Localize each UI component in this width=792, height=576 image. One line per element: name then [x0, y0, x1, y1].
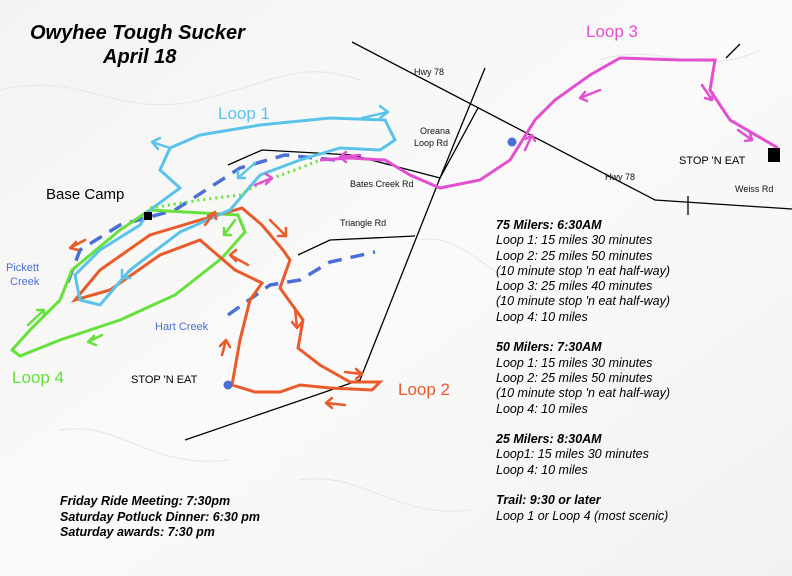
map-title: Owyhee Tough Sucker	[30, 22, 245, 44]
loop-3-route	[319, 56, 779, 190]
schedule-line: Loop 1: 15 miles 30 minutes	[496, 355, 653, 370]
schedule-trail-heading: Trail: 9:30 or later	[496, 493, 601, 508]
hwy-78-spur	[725, 43, 741, 59]
event-list: Friday Ride Meeting: 7:30pm Saturday Pot…	[60, 494, 260, 541]
schedule-line: Loop 4: 10 miles	[496, 309, 588, 324]
loop-3-label: Loop 3	[586, 22, 638, 41]
water-point-marker	[507, 137, 517, 147]
event-item: Saturday Potluck Dinner: 6:30 pm	[60, 509, 261, 524]
oreana-road-label-2: Loop Rd	[414, 138, 449, 148]
event-item: Friday Ride Meeting: 7:30pm	[60, 494, 231, 508]
loop-4-arrows	[26, 218, 237, 347]
loop-1-label: Loop 1	[218, 104, 270, 123]
schedule-50-heading: 50 Milers: 7:30AM	[496, 340, 602, 355]
hwy-78-label-east: Hwy 78	[605, 172, 636, 182]
shared-trail-section	[149, 158, 321, 210]
loop-4-label: Loop 4	[12, 368, 64, 387]
roads	[184, 41, 792, 441]
pickett-creek-label-2: Creek	[10, 276, 40, 288]
loop-2-arrows	[68, 210, 364, 410]
schedule-line: Loop1: 15 miles 30 minutes	[496, 447, 649, 462]
loop-1-route	[73, 116, 397, 307]
loop-2-label: Loop 2	[398, 380, 450, 399]
stop-n-eat-east-marker	[768, 148, 780, 162]
oreana-road-label-1: Oreana	[420, 126, 451, 136]
pickett-creek-label-1: Pickett	[6, 262, 40, 274]
schedule-line: Loop 3: 25 miles 40 minutes	[496, 279, 653, 294]
bates-creek-road-label: Bates Creek Rd	[350, 179, 414, 189]
schedule-spacer	[496, 325, 670, 340]
schedule-line: Loop 4: 10 miles	[496, 401, 588, 416]
schedule-line: Loop 1: 15 miles 30 minutes	[496, 233, 653, 248]
triangle-road-label: Triangle Rd	[340, 218, 387, 228]
schedule-line: Loop 2: 25 miles 50 minutes	[496, 248, 653, 263]
ride-schedule: 75 Milers: 6:30AM Loop 1: 15 miles 30 mi…	[496, 218, 670, 524]
base-camp-marker	[144, 212, 152, 220]
loop-4-route	[9, 208, 247, 358]
schedule-spacer	[496, 417, 670, 432]
hwy-78-road	[351, 41, 792, 210]
schedule-75-heading: 75 Milers: 6:30AM	[496, 218, 602, 232]
base-camp-label: Base Camp	[46, 186, 125, 203]
schedule-line: Loop 1 or Loop 4 (most scenic)	[496, 508, 669, 523]
schedule-spacer	[496, 478, 670, 493]
loop-3-arrows	[253, 83, 754, 187]
direction-arrows	[26, 83, 754, 410]
map-date: April 18	[103, 46, 177, 68]
loop-1-arrows	[120, 104, 390, 280]
hart-creek-label: Hart Creek	[155, 321, 209, 333]
hart-creek-line	[226, 250, 376, 317]
schedule-line: (10 minute stop 'n eat half-way)	[496, 294, 670, 309]
schedule-line: (10 minute stop 'n eat half-way)	[496, 386, 670, 401]
stop-n-eat-south-marker	[223, 380, 233, 390]
loop-2-route	[70, 206, 384, 394]
schedule-line: (10 minute stop 'n eat half-way)	[496, 263, 670, 278]
schedule-25-heading: 25 Milers: 8:30AM	[496, 432, 602, 447]
triangle-road	[297, 235, 416, 256]
weiss-road-label: Weiss Rd	[735, 184, 774, 194]
event-item: Saturday awards: 7:30 pm	[60, 525, 215, 539]
schedule-line: Loop 2: 25 miles 50 minutes	[496, 370, 653, 385]
stop-n-eat-south-label: STOP 'N EAT	[131, 374, 198, 386]
stop-n-eat-east-label: STOP 'N EAT	[679, 155, 746, 167]
hwy-78-label-west: Hwy 78	[414, 67, 445, 77]
schedule-line: Loop 4: 10 miles	[496, 462, 588, 477]
oreana-loop-road	[184, 67, 486, 441]
